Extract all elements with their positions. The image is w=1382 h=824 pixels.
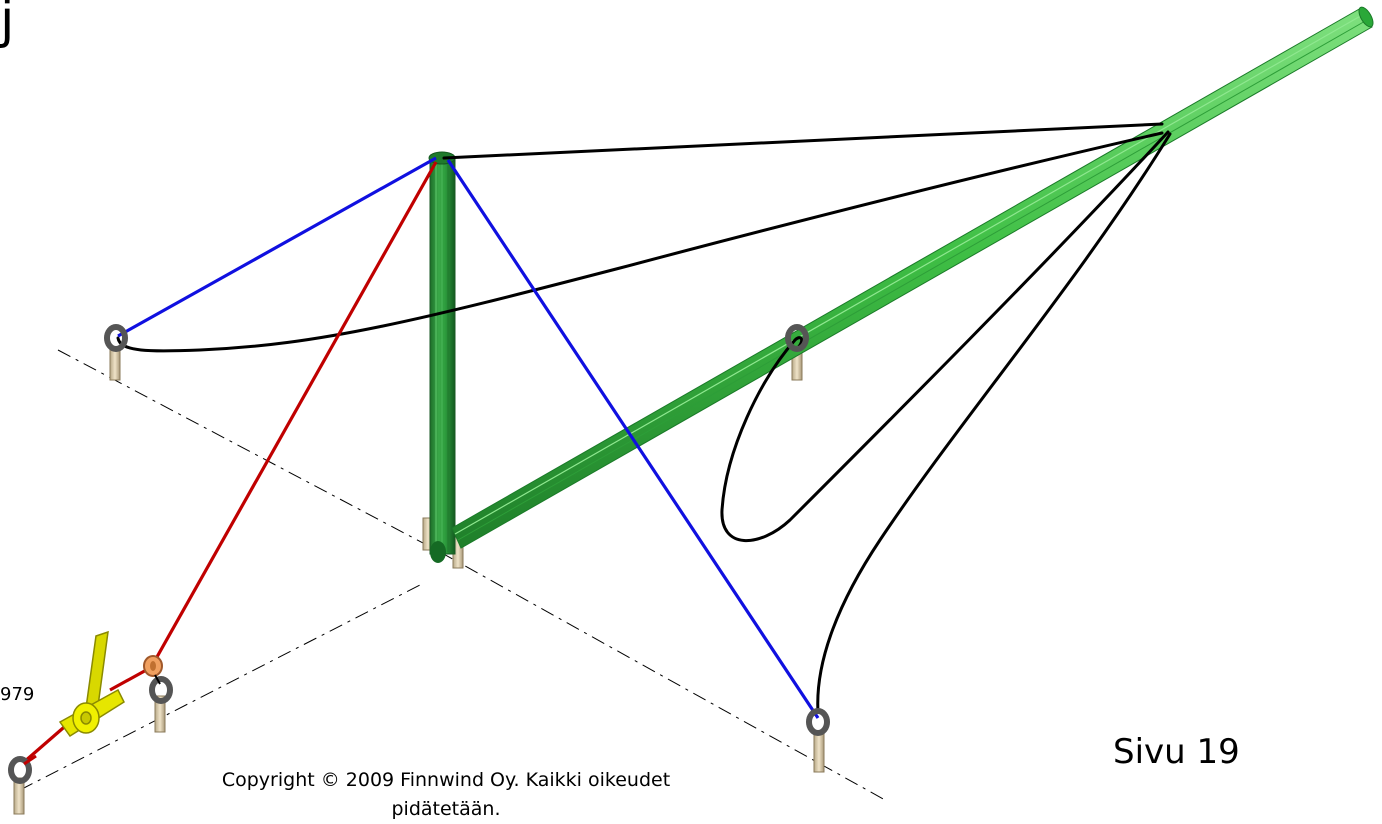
guy-line-right (446, 159, 820, 719)
hoist-ropes (116, 122, 1172, 714)
ground-stake-icon (109, 347, 121, 381)
rope-loop-right-anchor (816, 132, 1172, 714)
corner-mark: j (0, 0, 15, 50)
vertical-mast (428, 151, 456, 563)
red-lift-line (22, 161, 438, 764)
lift-line-pulley-to-winch (109, 666, 151, 692)
anchor-strap (23, 754, 37, 766)
ground-stake-icon (813, 731, 825, 773)
guy-line-left (117, 156, 437, 338)
anchor-ring-icon (785, 324, 809, 352)
side-number: 979 (0, 684, 35, 705)
anchor-rings (8, 324, 830, 784)
ground-stake-icon (154, 695, 166, 733)
ground-line-left (57, 349, 441, 553)
rope-mast-to-boomtip (442, 122, 1164, 160)
diagonal-boom (451, 6, 1374, 549)
blue-guy-lines (117, 156, 820, 719)
page-number: Sivu 19 (1113, 732, 1240, 772)
anchor-ring-icon (104, 324, 128, 352)
copyright-notice: Copyright © 2009 Finnwind Oy. Kaikki oik… (221, 769, 671, 820)
ground-guide-lines (19, 349, 886, 801)
lift-line-winch-to-anchor (22, 720, 72, 764)
ground-stakes (13, 347, 825, 815)
winch-icon (58, 630, 125, 738)
rope-loop-middle (720, 130, 1170, 542)
boom-tip-cap (1358, 6, 1374, 28)
lift-line-mast-to-pulley (151, 161, 438, 665)
pulley-icon (143, 655, 163, 685)
anchor-ring-icon (8, 756, 32, 784)
mast-base (430, 541, 446, 563)
anchor-ring-icon (806, 708, 830, 736)
ground-line-right (439, 551, 886, 801)
ground-line-lower (19, 584, 421, 791)
rope-left-anchor-to-boom (116, 131, 1164, 353)
anchor-ring-icon (149, 676, 173, 704)
